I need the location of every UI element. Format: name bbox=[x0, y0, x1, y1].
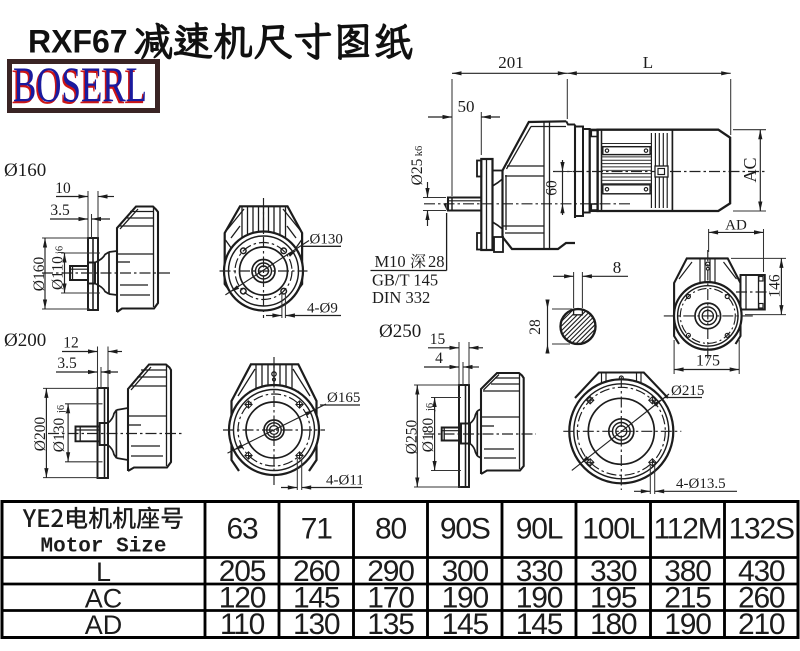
svg-text:L: L bbox=[96, 557, 111, 587]
svg-text:205: 205 bbox=[219, 555, 266, 588]
svg-text:260: 260 bbox=[293, 555, 340, 588]
svg-text:AD: AD bbox=[725, 218, 747, 234]
svg-text:Ø25: Ø25 bbox=[409, 158, 426, 185]
svg-text:BOSERL: BOSERL bbox=[12, 58, 146, 114]
svg-text:190: 190 bbox=[442, 582, 489, 615]
svg-text:Ø215: Ø215 bbox=[671, 383, 704, 399]
svg-text:132S: 132S bbox=[729, 513, 794, 546]
svg-text:430: 430 bbox=[738, 555, 785, 588]
svg-text:j6: j6 bbox=[425, 403, 436, 412]
svg-text:Ø250: Ø250 bbox=[404, 420, 421, 455]
svg-text:63: 63 bbox=[227, 513, 258, 546]
svg-text:170: 170 bbox=[367, 582, 414, 615]
svg-text:90L: 90L bbox=[516, 513, 563, 546]
svg-text:j6: j6 bbox=[55, 246, 66, 255]
svg-text:4-Ø11: 4-Ø11 bbox=[326, 473, 364, 489]
svg-text:Ø130: Ø130 bbox=[51, 418, 68, 453]
svg-text:175: 175 bbox=[696, 353, 720, 370]
svg-text:195: 195 bbox=[590, 582, 637, 615]
svg-text:90S: 90S bbox=[440, 513, 490, 546]
svg-text:110: 110 bbox=[220, 608, 265, 641]
svg-text:330: 330 bbox=[590, 555, 637, 588]
svg-text:145: 145 bbox=[442, 608, 489, 641]
svg-text:112M: 112M bbox=[653, 513, 721, 546]
svg-text:DIN 332: DIN 332 bbox=[372, 288, 430, 307]
svg-text:120: 120 bbox=[219, 582, 266, 615]
svg-text:3.5: 3.5 bbox=[57, 355, 77, 372]
svg-text:k6: k6 bbox=[414, 146, 425, 157]
svg-text:10: 10 bbox=[55, 180, 71, 197]
svg-text:j6: j6 bbox=[56, 405, 67, 414]
svg-text:8: 8 bbox=[613, 258, 622, 277]
svg-text:146: 146 bbox=[767, 274, 784, 298]
svg-text:4-Ø13.5: 4-Ø13.5 bbox=[676, 476, 726, 492]
svg-text:BOSERL: BOSERL bbox=[13, 56, 147, 112]
svg-text:130: 130 bbox=[293, 608, 340, 641]
svg-text:215: 215 bbox=[664, 582, 711, 615]
svg-text:Ø200: Ø200 bbox=[32, 417, 49, 452]
svg-text:AC: AC bbox=[85, 584, 123, 614]
svg-text:Motor Size: Motor Size bbox=[40, 536, 166, 559]
svg-text:Ø250: Ø250 bbox=[379, 321, 421, 342]
svg-text:210: 210 bbox=[738, 608, 785, 641]
svg-text:190: 190 bbox=[664, 608, 711, 641]
svg-text:50: 50 bbox=[458, 97, 475, 116]
svg-text:AC: AC bbox=[740, 157, 760, 182]
svg-text:Ø160: Ø160 bbox=[31, 257, 48, 292]
svg-text:AD: AD bbox=[85, 610, 123, 640]
svg-text:260: 260 bbox=[738, 582, 785, 615]
svg-text:L: L bbox=[643, 53, 653, 72]
svg-text:80: 80 bbox=[375, 513, 406, 546]
svg-text:300: 300 bbox=[442, 555, 489, 588]
svg-text:380: 380 bbox=[664, 555, 711, 588]
svg-text:290: 290 bbox=[367, 555, 414, 588]
svg-text:190: 190 bbox=[516, 582, 563, 615]
svg-text:28: 28 bbox=[527, 319, 544, 335]
svg-text:Ø200: Ø200 bbox=[4, 330, 46, 351]
svg-text:Ø130: Ø130 bbox=[310, 232, 343, 248]
svg-text:201: 201 bbox=[498, 53, 524, 72]
svg-text:135: 135 bbox=[367, 608, 414, 641]
svg-text:3.5: 3.5 bbox=[50, 202, 70, 219]
svg-text:Ø160: Ø160 bbox=[4, 160, 46, 181]
svg-text:12: 12 bbox=[63, 335, 79, 352]
svg-text:Ø165: Ø165 bbox=[327, 390, 360, 406]
svg-text:Ø180: Ø180 bbox=[420, 418, 437, 453]
svg-text:60: 60 bbox=[544, 180, 561, 196]
svg-text:M10: M10 bbox=[375, 252, 406, 271]
svg-text:28: 28 bbox=[428, 252, 445, 271]
svg-text:15: 15 bbox=[430, 331, 446, 348]
svg-text:145: 145 bbox=[293, 582, 340, 615]
svg-text:330: 330 bbox=[516, 555, 563, 588]
svg-text:145: 145 bbox=[516, 608, 563, 641]
svg-text:180: 180 bbox=[590, 608, 637, 641]
svg-text:4-Ø9: 4-Ø9 bbox=[307, 301, 338, 317]
svg-text:71: 71 bbox=[301, 513, 332, 546]
svg-text:RXF67: RXF67 bbox=[28, 24, 128, 60]
svg-text:Ø110: Ø110 bbox=[50, 256, 67, 290]
svg-text:4: 4 bbox=[435, 350, 443, 367]
svg-text:GB/T 145: GB/T 145 bbox=[372, 271, 438, 290]
svg-text:100L: 100L bbox=[582, 513, 644, 546]
